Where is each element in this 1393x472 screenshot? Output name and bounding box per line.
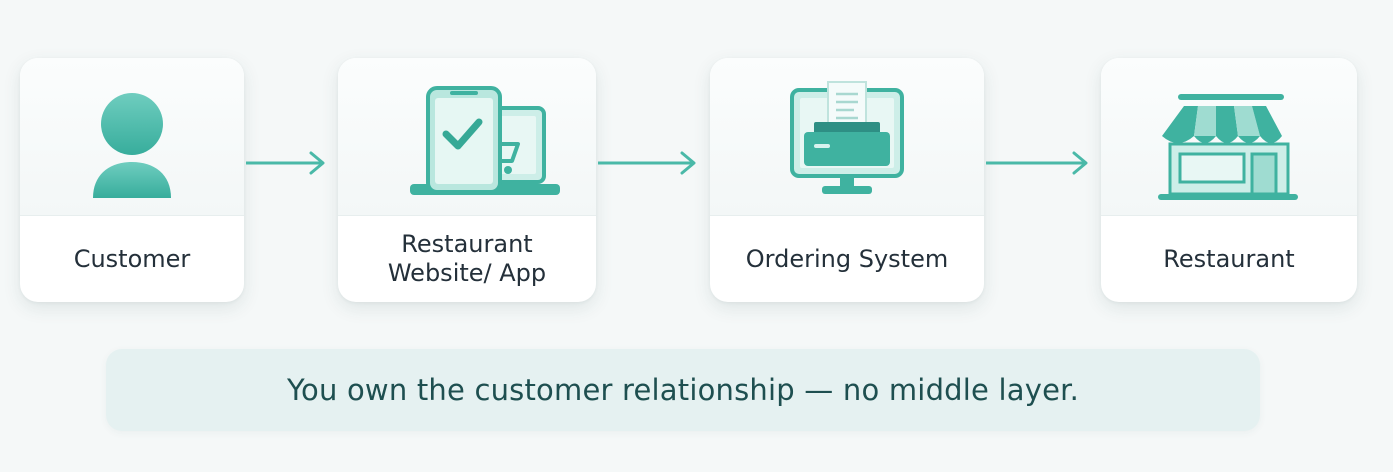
banner-text: You own the customer relationship — no m… [286, 373, 1080, 407]
storefront-icon [1154, 92, 1304, 210]
step-card-website-app: Restaurant Website/ App [338, 58, 596, 302]
step-card-restaurant: Restaurant [1101, 58, 1357, 302]
flow-arrow [244, 148, 328, 182]
flow-arrow [984, 148, 1090, 182]
step-label: Restaurant [1163, 244, 1295, 273]
order-printer-icon [782, 80, 912, 204]
flow-arrow [596, 148, 698, 182]
devices-cart-icon [372, 84, 562, 208]
ownership-banner: You own the customer relationship — no m… [106, 349, 1260, 431]
person-icon [72, 76, 192, 204]
step-label: Customer [73, 244, 191, 273]
step-card-customer: Customer [20, 58, 244, 302]
step-label: Ordering System [745, 244, 949, 273]
step-card-ordering-system: Ordering System [710, 58, 984, 302]
step-label: Restaurant Website/ App [387, 230, 547, 287]
